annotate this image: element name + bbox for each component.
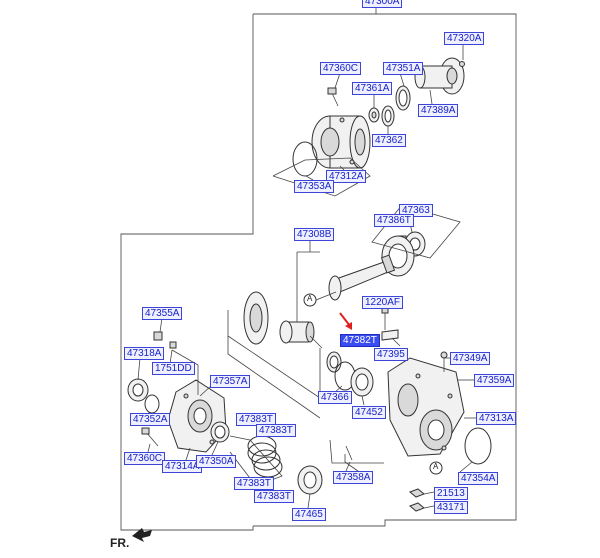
part-label-47357A[interactable]: 47357A xyxy=(210,375,251,388)
part-label-47360C[interactable]: 47360C xyxy=(320,62,362,75)
part-label-47350A[interactable]: 47350A xyxy=(196,455,237,468)
highlight-arrow xyxy=(339,312,352,330)
bearing-top xyxy=(381,105,395,127)
assembly-frame xyxy=(120,14,254,531)
ring-gear xyxy=(243,291,269,345)
part-label-47465[interactable]: 47465 xyxy=(292,508,326,521)
bolt-top xyxy=(327,87,339,107)
part-label-47313A[interactable]: 47313A xyxy=(476,412,517,425)
part-label-47383T-b[interactable]: 47383T xyxy=(256,424,296,437)
part-label-47360C-bottom[interactable]: 47360C xyxy=(124,452,166,465)
part-label-47362[interactable]: 47362 xyxy=(372,134,406,147)
o-ring-right xyxy=(464,427,492,465)
input-shaft xyxy=(296,251,396,335)
callout-a-left xyxy=(303,291,337,307)
part-label-47320A[interactable]: 47320A xyxy=(444,32,485,45)
part-label-47383T-a[interactable]: 47383T xyxy=(236,413,276,426)
o-ring-top xyxy=(292,141,318,177)
part-label-47363[interactable]: 47363 xyxy=(399,204,433,217)
part-label-47383T-c[interactable]: 47383T xyxy=(234,477,274,490)
part-label-47355A[interactable]: 47355A xyxy=(142,307,183,320)
front-direction-label: FR. xyxy=(110,536,130,550)
part-label-47359A[interactable]: 47359A xyxy=(474,374,515,387)
part-label-47300A[interactable]: 47300A xyxy=(362,0,403,8)
part-label-47353A[interactable]: 47353A xyxy=(294,180,335,193)
seal-47465 xyxy=(297,465,323,495)
part-label-21513[interactable]: 21513 xyxy=(434,487,468,500)
output-flange xyxy=(414,57,465,95)
pinion-gear xyxy=(279,320,323,349)
part-label-47312A[interactable]: 47312A xyxy=(326,170,367,183)
part-label-47382T[interactable]: 47382T xyxy=(340,334,380,347)
seal-47318A xyxy=(127,378,149,402)
part-label-47349A[interactable]: 47349A xyxy=(450,352,491,365)
oil-seal-top xyxy=(395,85,411,111)
part-label-47351A[interactable]: 47351A xyxy=(383,62,424,75)
part-label-47366[interactable]: 47366 xyxy=(318,391,352,404)
part-label-1220AF[interactable]: 1220AF xyxy=(362,296,404,309)
part-label-47358A[interactable]: 47358A xyxy=(333,471,374,484)
part-label-47318A[interactable]: 47318A xyxy=(124,347,165,360)
bolt-47355A xyxy=(153,331,199,395)
part-label-47383T-d[interactable]: 47383T xyxy=(254,490,294,503)
part-label-47386T[interactable]: 47386T xyxy=(374,214,414,227)
callout-letter-a-left: A xyxy=(307,294,313,303)
front-direction-arrow xyxy=(132,528,152,542)
oil-seal-left xyxy=(210,421,230,443)
callout-a-right xyxy=(429,461,443,475)
part-label-47308B[interactable]: 47308B xyxy=(294,228,335,241)
bearing-47452 xyxy=(350,367,374,397)
part-label-47389A[interactable]: 47389A xyxy=(418,104,459,117)
bearing-seal-group xyxy=(371,204,461,277)
part-label-47354A[interactable]: 47354A xyxy=(458,472,499,485)
bolt-47360C xyxy=(141,427,159,447)
bolt-1220AF xyxy=(381,307,399,341)
nut-top xyxy=(368,107,380,123)
part-label-47395[interactable]: 47395 xyxy=(374,348,408,361)
part-label-1751DD[interactable]: 1751DD xyxy=(152,362,195,375)
part-label-47452[interactable]: 47452 xyxy=(352,406,386,419)
extension-housing xyxy=(311,115,371,169)
ring-47352A xyxy=(144,394,160,414)
part-label-43171[interactable]: 43171 xyxy=(434,501,468,514)
callout-letter-a-right: A xyxy=(433,462,439,471)
transfer-case-housing xyxy=(387,351,465,457)
part-label-47361A[interactable]: 47361A xyxy=(352,82,393,95)
part-label-47352A[interactable]: 47352A xyxy=(130,413,171,426)
drain-plugs xyxy=(409,488,425,512)
seal-47382T xyxy=(326,351,342,373)
